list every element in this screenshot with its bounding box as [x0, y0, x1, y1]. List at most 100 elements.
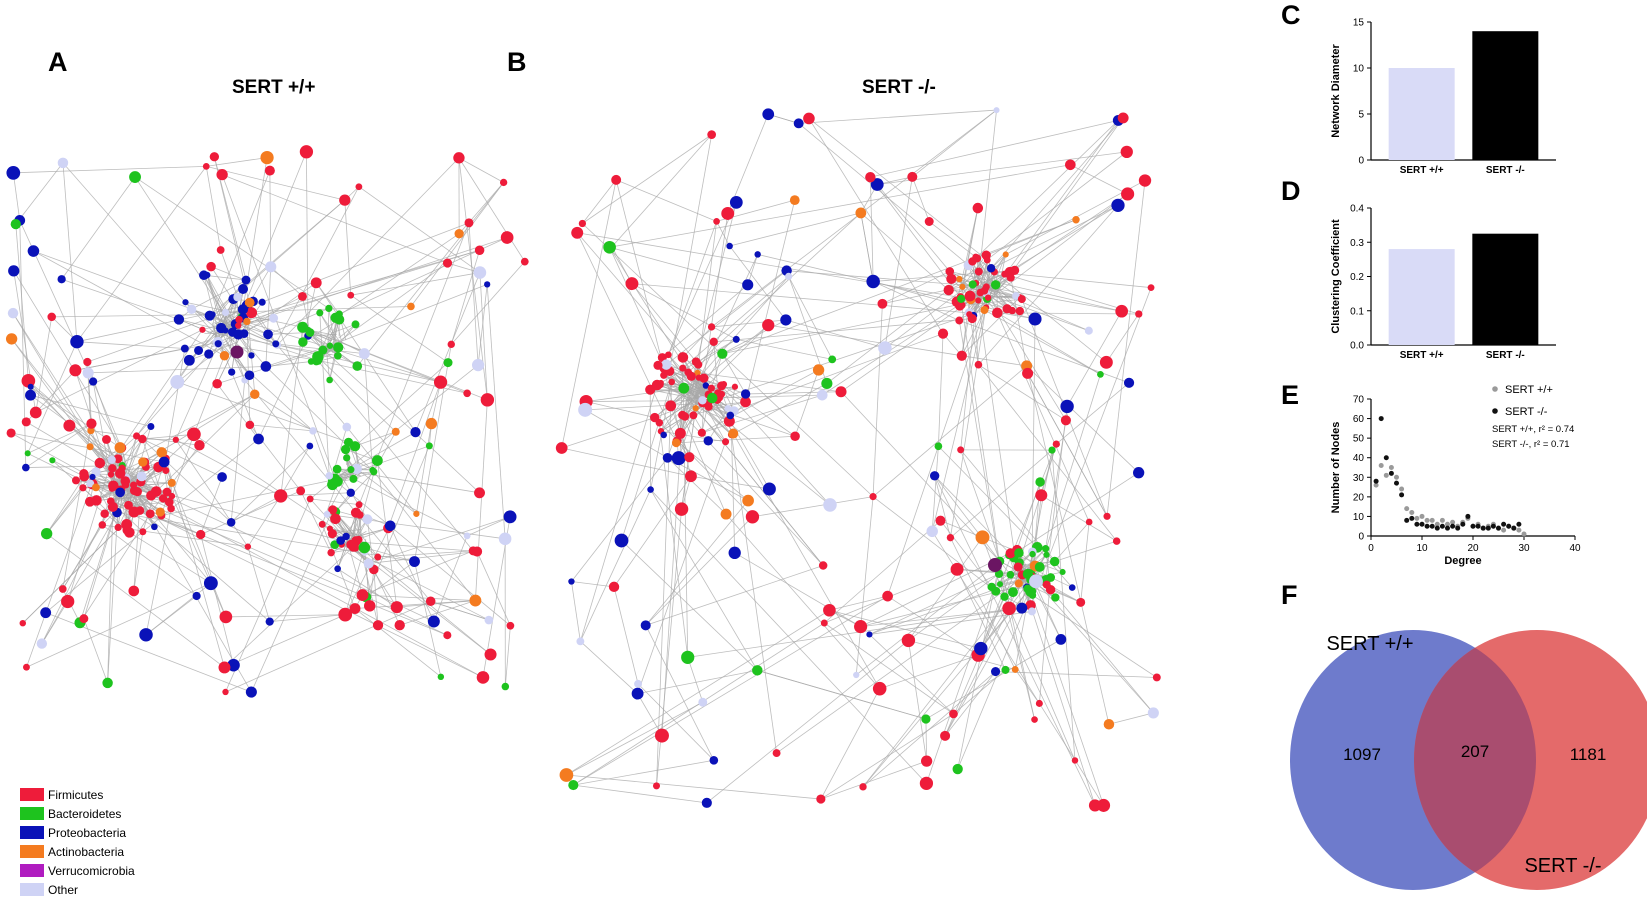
- network-node: [938, 329, 948, 339]
- network-edge: [134, 532, 143, 591]
- network-node: [997, 581, 1003, 587]
- network-node: [727, 412, 735, 420]
- network-node: [334, 315, 344, 325]
- network-edge: [206, 166, 345, 200]
- network-node: [707, 393, 718, 404]
- scatter-point: [1425, 518, 1430, 523]
- network-edge: [63, 163, 192, 309]
- network-edge: [566, 775, 820, 799]
- network-node: [653, 782, 660, 789]
- network-node: [1060, 569, 1066, 575]
- scatter-point: [1496, 526, 1501, 531]
- network-node: [72, 476, 80, 484]
- x-tick-label: 20: [1467, 543, 1479, 554]
- network-node: [1035, 489, 1047, 501]
- network-edge: [566, 702, 702, 775]
- network-node: [991, 280, 1001, 290]
- network-node: [502, 683, 510, 691]
- network-node: [641, 620, 651, 630]
- network-node: [821, 378, 832, 389]
- network-node: [25, 390, 36, 401]
- network-node: [469, 595, 481, 607]
- network-node: [37, 638, 47, 648]
- network-node: [409, 556, 420, 567]
- y-tick-label: 60: [1353, 414, 1365, 425]
- network-node: [370, 468, 377, 475]
- scatter-point: [1384, 473, 1389, 478]
- network-node: [168, 479, 176, 487]
- network-node: [364, 600, 375, 611]
- y-tick-label: 20: [1353, 492, 1365, 503]
- network-node: [139, 628, 152, 641]
- network-node: [40, 607, 51, 618]
- network-node: [732, 384, 738, 390]
- network-node: [156, 507, 165, 516]
- network-node: [338, 608, 352, 622]
- network-node: [578, 403, 592, 417]
- network-edge: [201, 477, 222, 535]
- network-node: [443, 631, 451, 639]
- network-node: [219, 662, 231, 674]
- scatter-point: [1409, 516, 1414, 521]
- network-node: [645, 385, 655, 395]
- network-edge: [638, 694, 662, 736]
- network-node: [1086, 519, 1093, 526]
- x-tick-label: 10: [1416, 543, 1428, 554]
- network-node: [349, 475, 357, 483]
- scatter-point: [1414, 522, 1419, 527]
- network-node: [1016, 307, 1024, 315]
- network-edge: [972, 120, 1118, 261]
- network-node: [174, 314, 184, 324]
- network-node: [187, 305, 197, 315]
- network-edge: [610, 247, 665, 368]
- venn-count-ko: 1181: [1570, 745, 1607, 764]
- network-node: [146, 491, 156, 501]
- network-edge: [632, 284, 696, 362]
- network-node: [484, 281, 490, 287]
- network-node: [968, 257, 976, 265]
- network-node: [306, 443, 313, 450]
- network-node: [813, 364, 824, 375]
- network-edge: [13, 166, 206, 172]
- network-node: [836, 386, 847, 397]
- network-edge: [271, 267, 303, 297]
- network-node: [151, 523, 158, 530]
- network-node: [681, 412, 689, 420]
- network-edge: [248, 547, 366, 598]
- scatter-point: [1425, 524, 1430, 529]
- network-node: [194, 440, 204, 450]
- network-node: [816, 794, 825, 803]
- network-sert-ko: [556, 107, 1161, 812]
- network-edge: [505, 626, 510, 687]
- network-node: [560, 768, 574, 782]
- network-node: [1007, 571, 1015, 579]
- legend-item: Firmicutes: [20, 785, 135, 804]
- network-edge: [580, 490, 650, 642]
- scatter-point: [1491, 524, 1496, 529]
- network-node: [296, 486, 305, 495]
- network-edge: [303, 327, 488, 400]
- network-node: [661, 359, 671, 369]
- network-node: [959, 284, 965, 290]
- network-node: [41, 528, 52, 539]
- network-edge: [656, 509, 681, 786]
- network-node: [741, 389, 750, 398]
- network-node: [823, 498, 837, 512]
- network-node: [336, 536, 345, 545]
- network-node: [721, 207, 734, 220]
- legend-label: Proteobacteria: [48, 826, 126, 840]
- network-node: [58, 158, 68, 168]
- network-node: [957, 295, 965, 303]
- network-edge: [1015, 669, 1039, 703]
- network-node: [395, 620, 405, 630]
- network-node: [248, 352, 254, 358]
- network-node: [138, 457, 147, 466]
- network-node: [217, 472, 227, 482]
- network-node: [312, 351, 323, 362]
- network-node: [733, 336, 740, 343]
- network-node: [693, 405, 699, 411]
- network-node: [1008, 587, 1018, 597]
- network-edge: [1005, 205, 1118, 274]
- network-node: [882, 591, 893, 602]
